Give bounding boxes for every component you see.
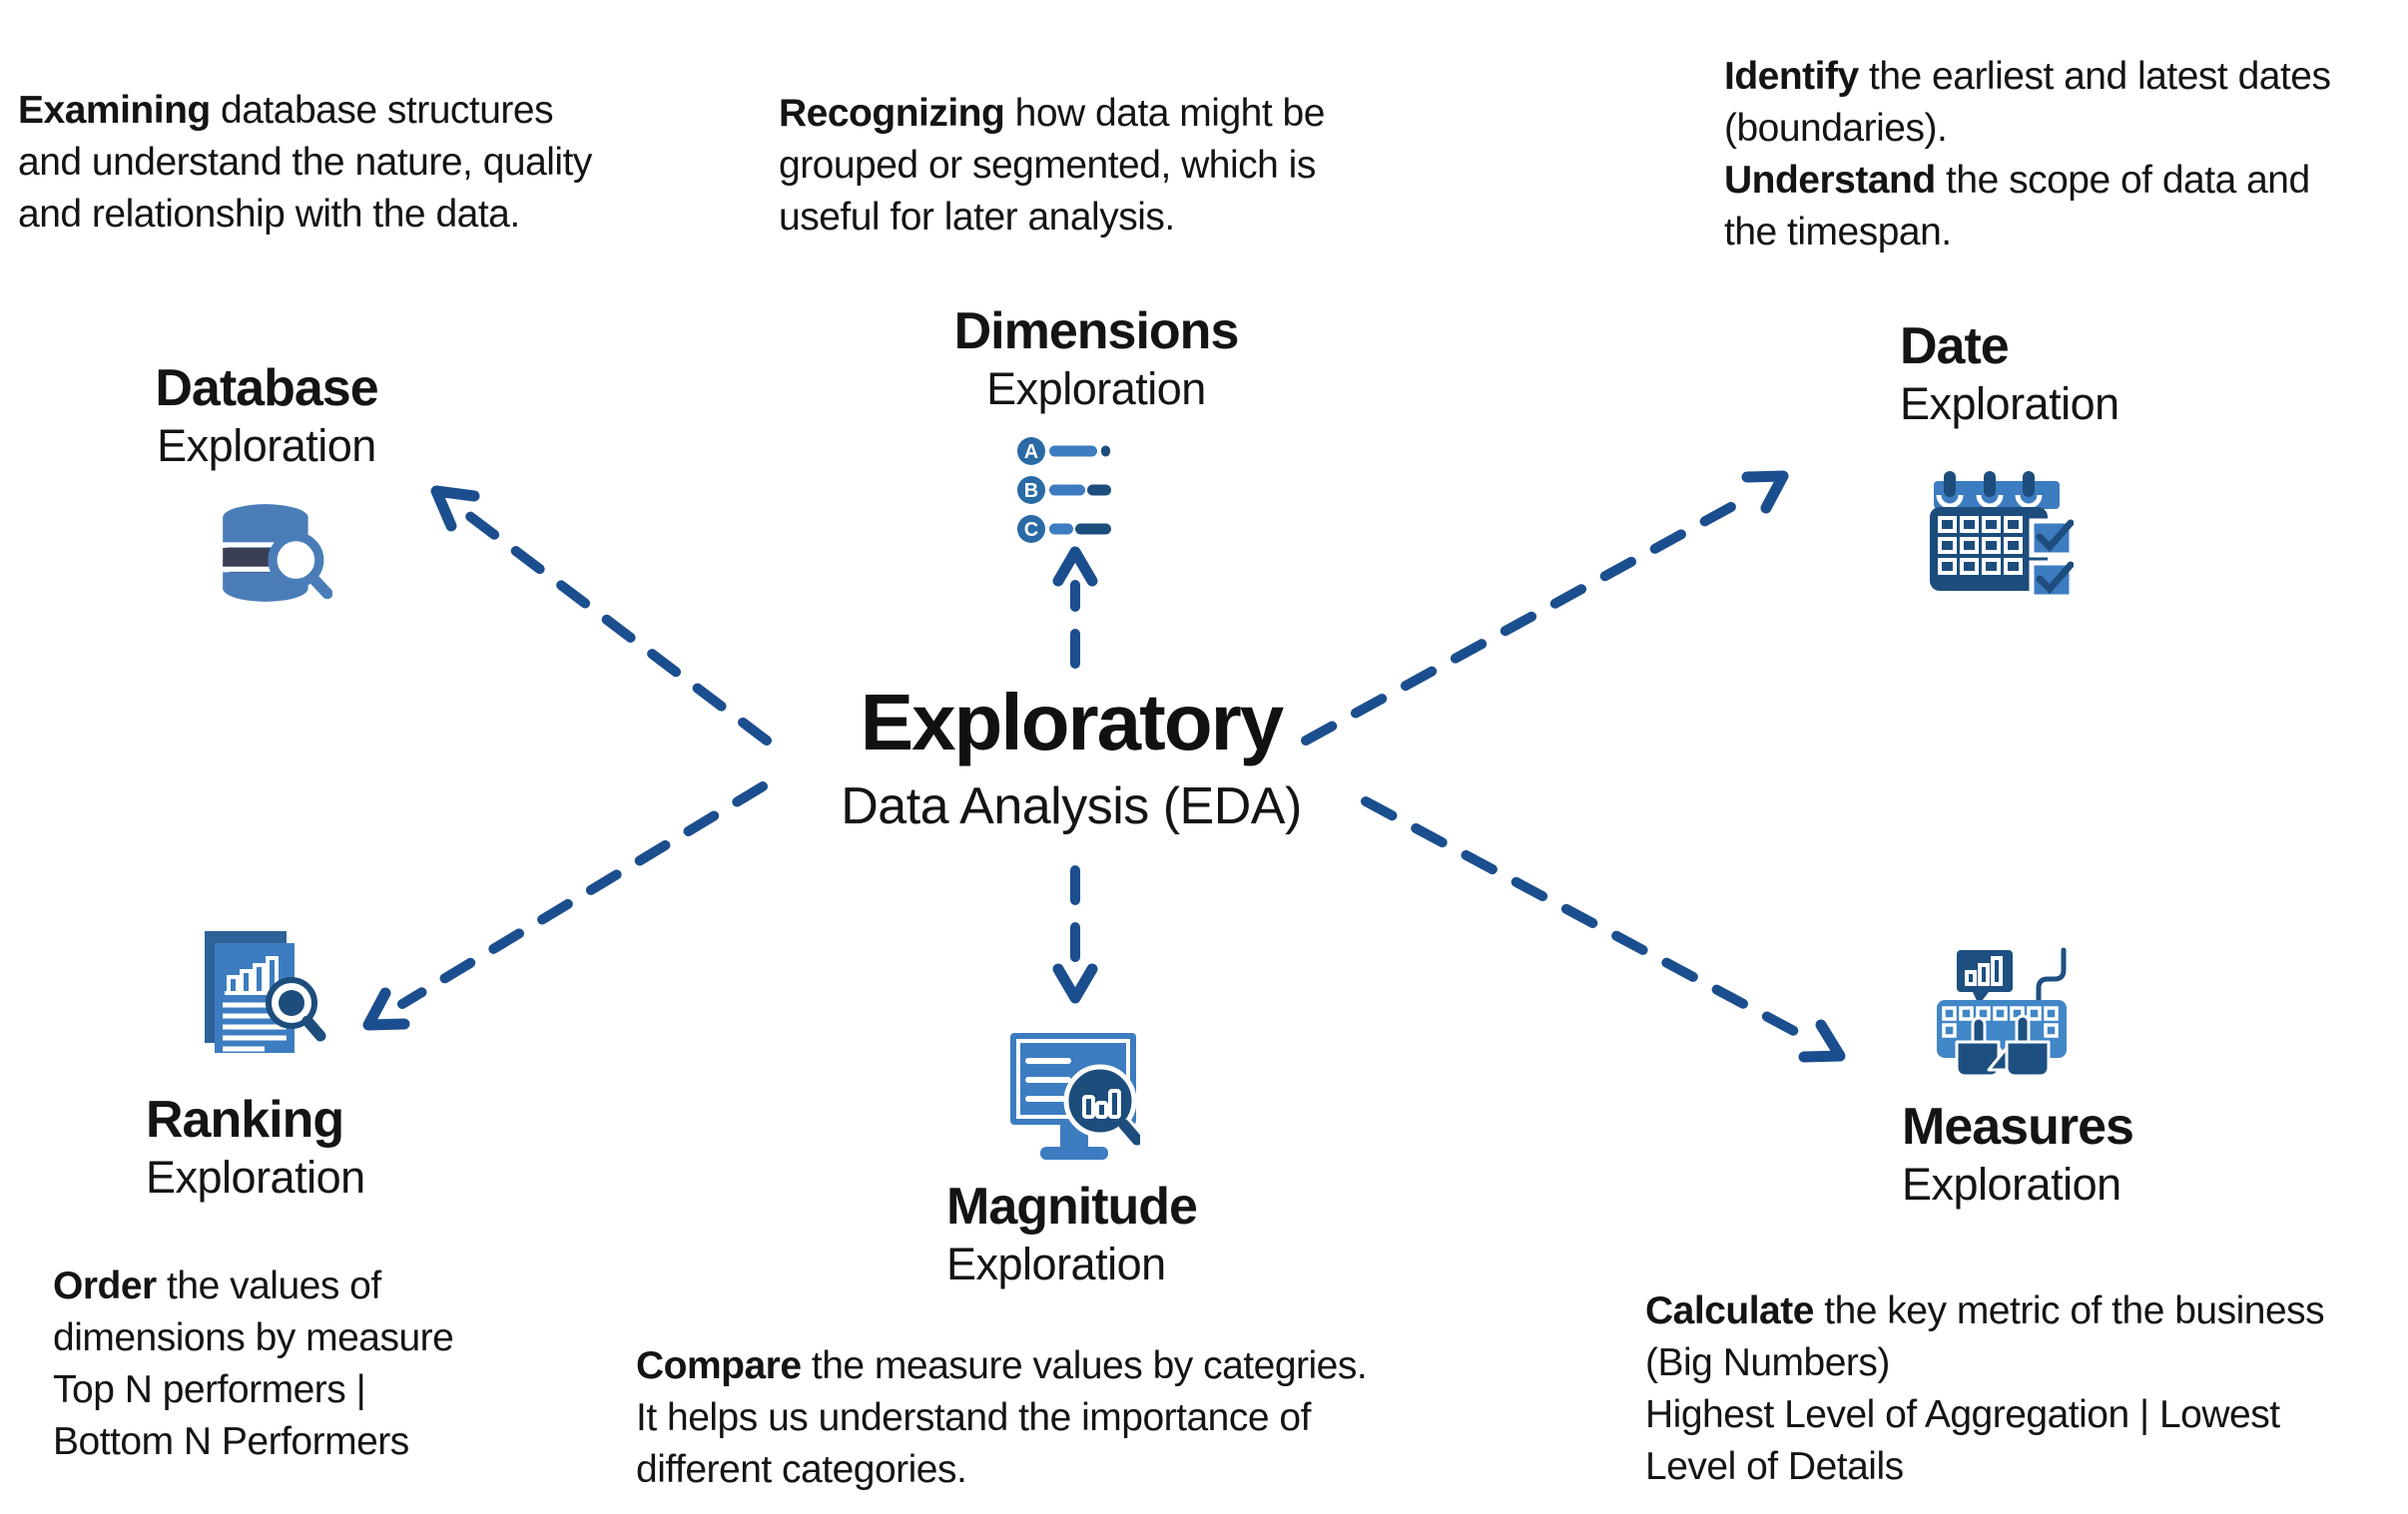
ranking-description: Order the values of dimensions by measur…	[53, 1261, 454, 1468]
arrow-to-date-line	[1301, 492, 1754, 746]
magnitude-node-subtitle: Exploration	[946, 1239, 1166, 1289]
arrow-to-magnitude-head	[1052, 963, 1098, 1004]
svg-text:C: C	[1024, 519, 1038, 541]
keyboard-typing-chart-icon	[1937, 947, 2067, 1078]
report-chart-search-icon	[205, 931, 326, 1053]
magnitude-node-label: Magnitude Exploration	[946, 1178, 1198, 1289]
eda-title: Exploratory	[860, 678, 1285, 766]
text-line: Top N performers |	[53, 1368, 366, 1411]
date-node-label: Date Exploration	[1900, 317, 2119, 429]
measures-node-title: Measures	[1902, 1098, 2134, 1156]
dimensions-node-subtitle: Exploration	[986, 363, 1206, 414]
text-line: useful for later analysis.	[779, 196, 1175, 239]
arrow-to-database-head	[430, 485, 480, 532]
text-line: dimensions by measure	[53, 1316, 454, 1359]
measures-node-subtitle: Exploration	[1902, 1159, 2121, 1210]
date-description: Identify the earliest and latest dates (…	[1724, 51, 2331, 258]
text-line: It helps us understand the importance of	[636, 1396, 1311, 1439]
database-description: Examining database structures and unders…	[18, 85, 592, 241]
magnitude-node-title: Magnitude	[946, 1178, 1198, 1236]
text-line: grouped or segmented, which is	[779, 144, 1316, 187]
text-line: Examining database structures	[18, 89, 554, 132]
text-line: and understand the nature, quality	[18, 141, 592, 184]
magnitude-description: Compare the measure values by categries.…	[636, 1340, 1368, 1496]
text-line: Order the values of	[53, 1264, 381, 1307]
arrow-to-measures-head	[1798, 1019, 1846, 1063]
text-line: and relationship with the data.	[18, 193, 520, 236]
text-line: Identify the earliest and latest dates	[1724, 55, 2331, 98]
database-search-icon	[221, 504, 332, 602]
date-node-title: Date	[1900, 317, 2010, 375]
database-node-label: Database Exploration	[117, 359, 416, 471]
text-line: the timespan.	[1724, 211, 1952, 253]
text-line: Understand the scope of data and	[1724, 159, 2310, 202]
text-line: (boundaries).	[1724, 107, 1948, 150]
date-node-subtitle: Exploration	[1900, 378, 2119, 429]
dimensions-node-title: Dimensions	[953, 302, 1240, 360]
dimensions-node-label: Dimensions Exploration	[946, 302, 1246, 414]
database-node-subtitle: Exploration	[157, 420, 376, 471]
ranking-node-subtitle: Exploration	[146, 1152, 365, 1203]
arrow-to-measures-line	[1361, 796, 1810, 1042]
text-line: Highest Level of Aggregation | Lowest	[1645, 1393, 2280, 1436]
ranking-node-title: Ranking	[146, 1091, 344, 1149]
database-node-title: Database	[155, 359, 378, 417]
measures-node-label: Measures Exploration	[1902, 1098, 2134, 1210]
calendar-check-icon	[1930, 471, 2074, 597]
arrow-to-dimensions-head	[1052, 546, 1098, 587]
svg-text:A: A	[1024, 441, 1038, 463]
arrow-to-ranking-line	[397, 781, 768, 1009]
eda-subtitle: Data Analysis (EDA)	[841, 777, 1302, 835]
ranking-node-label: Ranking Exploration	[146, 1091, 365, 1203]
monitor-chart-search-icon	[1010, 1033, 1140, 1160]
abc-dimension-list-icon: A B C	[1017, 437, 1111, 543]
center-title-block: Exploratory Data Analysis (EDA)	[822, 681, 1321, 836]
text-line: Recognizing how data might be	[779, 92, 1325, 135]
text-line: Calculate the key metric of the business	[1645, 1289, 2325, 1332]
text-line: Compare the measure values by categries.	[636, 1344, 1368, 1387]
arrow-to-date-head	[1741, 470, 1789, 514]
svg-text:B: B	[1024, 480, 1038, 502]
text-line: Level of Details	[1645, 1445, 1904, 1488]
text-line: Bottom N Performers	[53, 1420, 409, 1463]
dimensions-description: Recognizing how data might be grouped or…	[779, 88, 1325, 244]
text-line: different categories.	[636, 1448, 967, 1491]
text-line: (Big Numbers)	[1645, 1341, 1890, 1384]
arrow-to-database-line	[463, 510, 772, 746]
arrow-to-ranking-head	[362, 987, 410, 1031]
measures-description: Calculate the key metric of the business…	[1645, 1285, 2325, 1493]
